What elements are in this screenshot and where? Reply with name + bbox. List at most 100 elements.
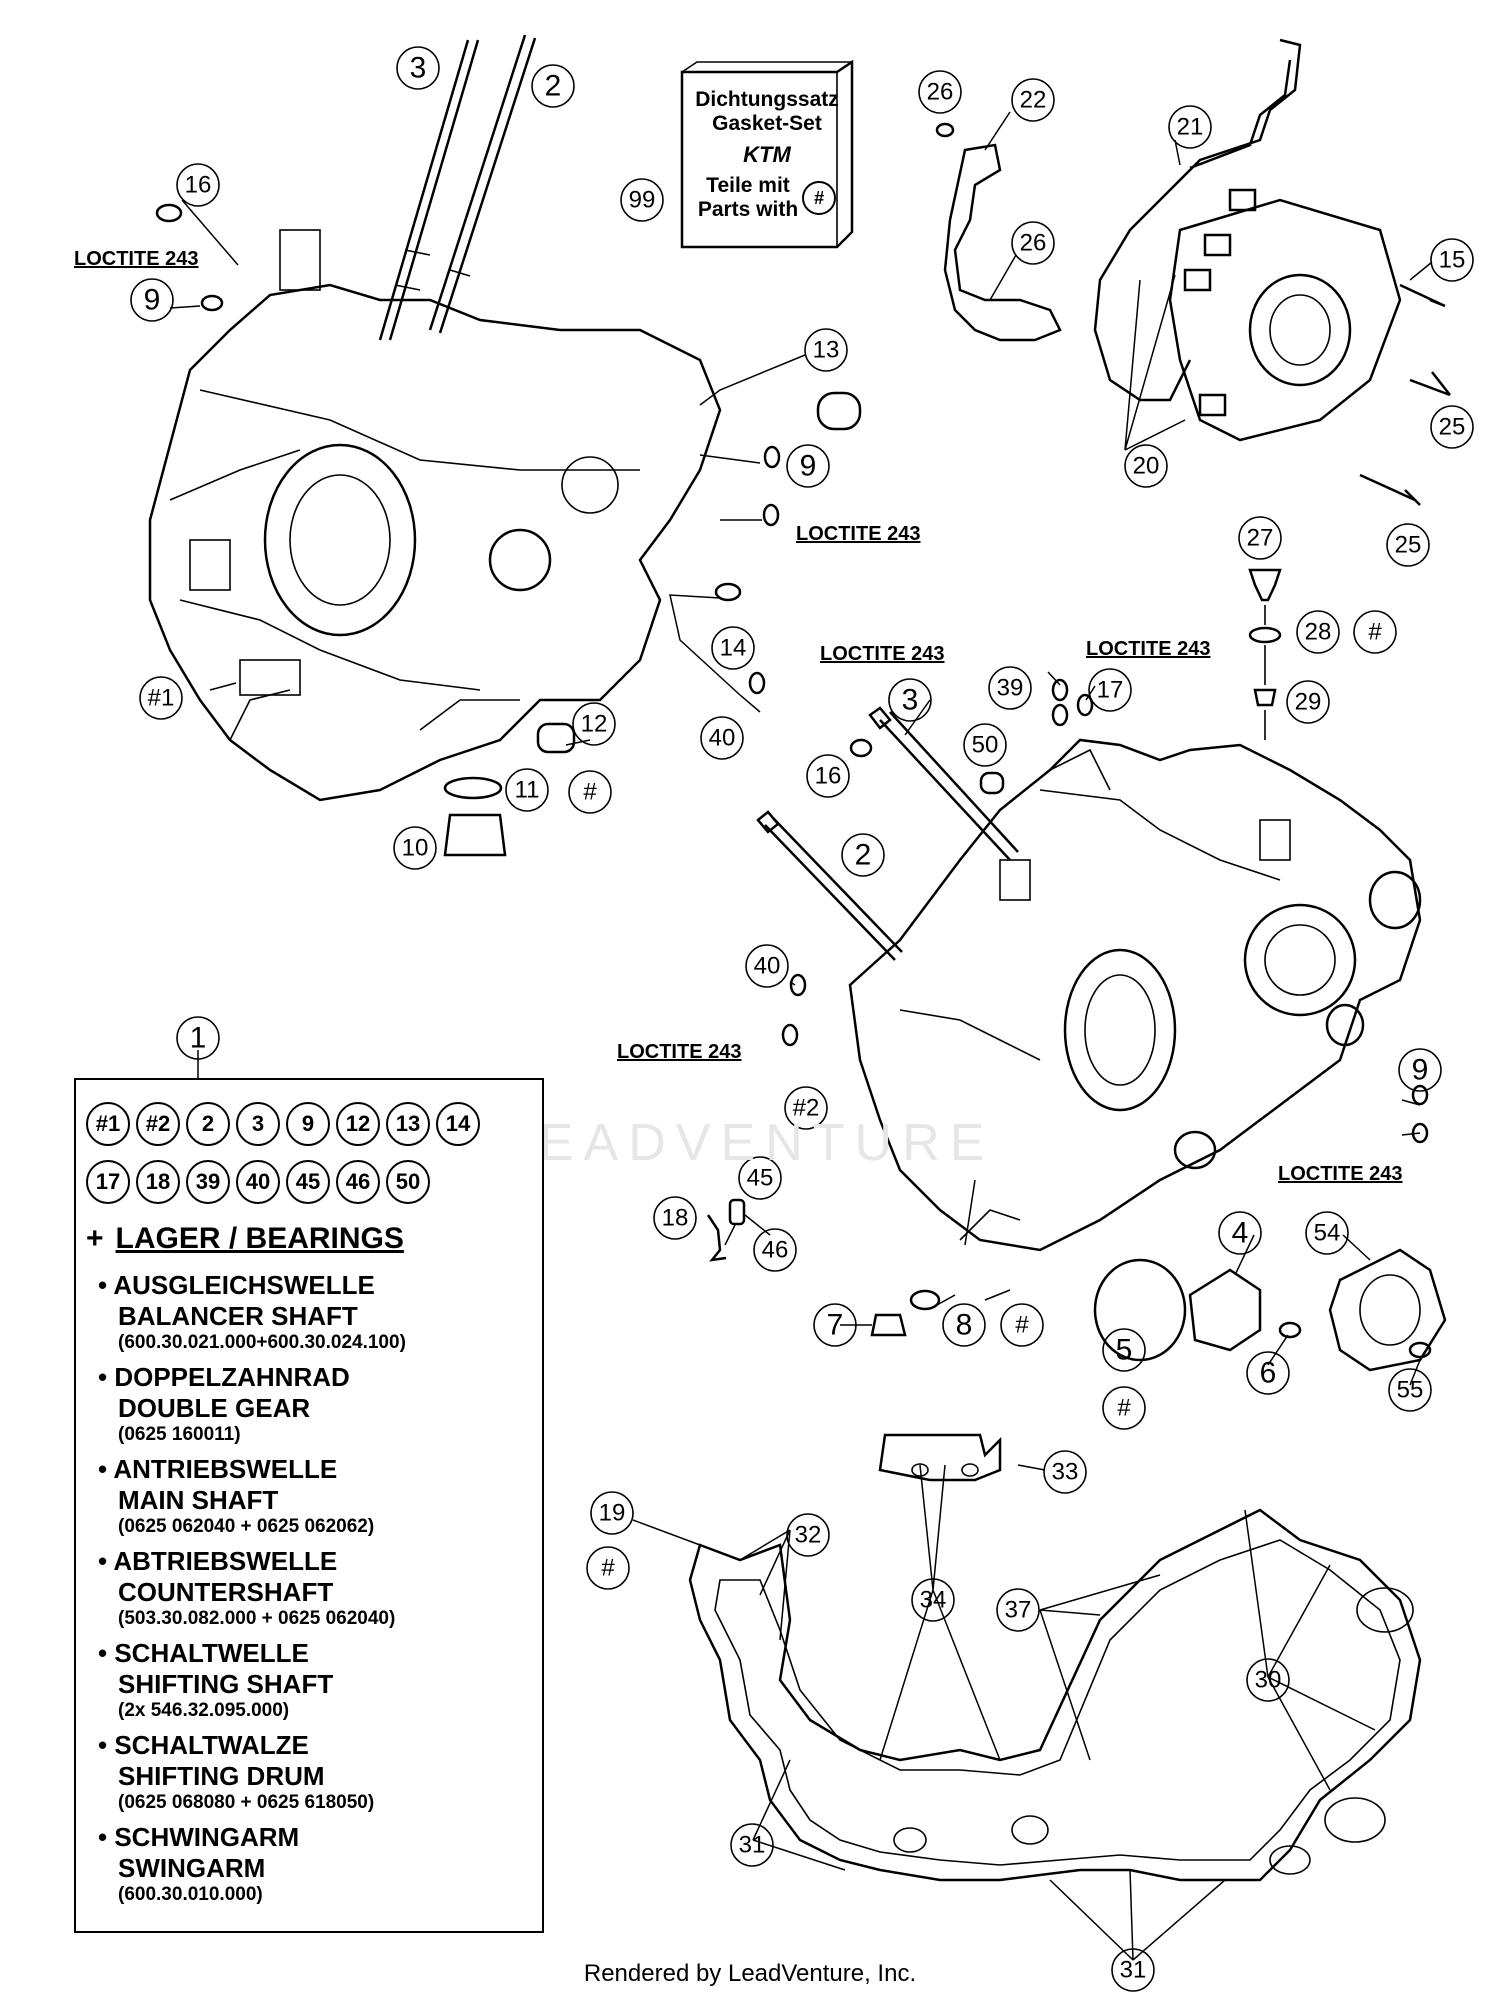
callout-16a: 16 xyxy=(176,163,220,207)
loctite-label-1: LOCTITE 243 xyxy=(74,248,198,270)
callout-2a: 2 xyxy=(531,64,575,108)
svg-text:15: 15 xyxy=(1439,247,1466,274)
part-chip: 50 xyxy=(386,1160,430,1204)
callout-6: 6 xyxy=(1246,1351,1290,1395)
svg-text:39: 39 xyxy=(997,675,1024,702)
studs-lower xyxy=(756,706,1019,961)
svg-text:17: 17 xyxy=(1097,677,1124,704)
svg-text:11: 11 xyxy=(515,777,540,804)
svg-text:#: # xyxy=(583,779,597,806)
svg-text:46: 46 xyxy=(762,1237,789,1264)
svg-text:50: 50 xyxy=(972,732,999,759)
svg-text:21: 21 xyxy=(1177,114,1204,141)
bearings-title: LAGER / BEARINGS xyxy=(115,1222,404,1255)
svg-text:25: 25 xyxy=(1439,414,1466,441)
callout-31a: 31 xyxy=(730,1823,774,1867)
svg-text:9: 9 xyxy=(800,450,817,483)
callout-33: 33 xyxy=(1043,1450,1087,1494)
callout-3a: 3 xyxy=(396,46,440,90)
svg-text:40: 40 xyxy=(709,725,736,752)
loctite-label-4: LOCTITE 243 xyxy=(1086,638,1210,660)
callout-1a: #1 xyxy=(139,676,183,720)
watermark: LEADVENTURE xyxy=(500,1114,994,1172)
right-leaders xyxy=(724,671,1421,1386)
callout-26b: 26 xyxy=(1011,221,1055,265)
callout-10: 10 xyxy=(393,826,437,870)
callout-8-hash: # xyxy=(1000,1303,1044,1347)
right-crankcase-drawing xyxy=(848,738,1422,1252)
callout-2b: 2 xyxy=(841,833,885,877)
part-chip: #2 xyxy=(136,1102,180,1146)
part-chip: 13 xyxy=(386,1102,430,1146)
bearing-entry: • DOPPELZAHNRAD DOUBLE GEAR (0625 160011… xyxy=(98,1362,350,1445)
gasket-set-label: Dichtungssatz Gasket-Set KTM Teile mit P… xyxy=(682,72,852,247)
loctite-label-2: LOCTITE 243 xyxy=(796,523,920,545)
svg-text:2: 2 xyxy=(855,839,872,872)
svg-text:#: # xyxy=(1368,619,1382,646)
svg-text:#: # xyxy=(1117,1395,1131,1422)
gasket-set-parts-de: Teile mit xyxy=(706,174,790,197)
crankcase-gasket-drawing xyxy=(688,1433,1422,1882)
callout-34: 34 xyxy=(911,1578,955,1622)
svg-text:2: 2 xyxy=(545,70,562,103)
svg-text:31: 31 xyxy=(739,1832,766,1859)
callout-9b: 9 xyxy=(786,444,830,488)
svg-text:3: 3 xyxy=(410,52,427,85)
callout-13: 13 xyxy=(804,328,848,372)
callout-16b: 16 xyxy=(806,754,850,798)
part-chips-row-1: #1 #2 2 3 9 12 13 14 xyxy=(86,1102,480,1146)
svg-text:8: 8 xyxy=(956,1309,973,1342)
left-leaders xyxy=(169,199,806,746)
part-chip: 9 xyxy=(286,1102,330,1146)
callout-11: 11 xyxy=(505,768,549,812)
callout-25a: 25 xyxy=(1430,405,1474,449)
svg-text:19: 19 xyxy=(599,1500,626,1527)
callout-40b: 40 xyxy=(745,944,789,988)
callout-2h: #2 xyxy=(784,1086,828,1130)
part-chip: 45 xyxy=(286,1160,330,1204)
svg-text:14: 14 xyxy=(720,635,747,662)
left-crankcase-drawing xyxy=(148,229,722,802)
callout-19: 19 xyxy=(590,1491,634,1535)
svg-text:22: 22 xyxy=(1020,87,1047,114)
svg-text:26: 26 xyxy=(1020,230,1047,257)
callout-29: 29 xyxy=(1286,680,1330,724)
part-chip: #1 xyxy=(86,1102,130,1146)
callout-4: 4 xyxy=(1218,1211,1262,1255)
svg-text:34: 34 xyxy=(920,1587,947,1614)
part-chip: 14 xyxy=(436,1102,480,1146)
part-chip: 40 xyxy=(236,1160,280,1204)
svg-text:32: 32 xyxy=(795,1522,822,1549)
right-top-leaders xyxy=(984,111,1433,451)
svg-text:13: 13 xyxy=(813,337,840,364)
svg-text:10: 10 xyxy=(402,835,429,862)
loctite-label-6: LOCTITE 243 xyxy=(1278,1163,1402,1185)
callout-9a: 9 xyxy=(130,278,174,322)
bearings-plus: + xyxy=(86,1222,104,1255)
gasket-set-box xyxy=(680,59,854,249)
svg-text:7: 7 xyxy=(827,1309,844,1342)
callout-9c: 9 xyxy=(1398,1048,1442,1092)
callout-3b: 3 xyxy=(888,678,932,722)
left-small-parts xyxy=(155,203,862,857)
svg-text:30: 30 xyxy=(1255,1667,1282,1694)
svg-text:1: 1 xyxy=(190,1022,207,1055)
part-chips-row-2: 17 18 39 40 45 46 50 xyxy=(86,1160,430,1204)
callout-27: 27 xyxy=(1238,516,1282,560)
bearing-entry: • ABTRIEBSWELLE COUNTERSHAFT (503.30.082… xyxy=(98,1546,396,1629)
svg-text:#1: #1 xyxy=(148,685,175,712)
svg-text:28: 28 xyxy=(1305,619,1332,646)
svg-text:45: 45 xyxy=(747,1165,774,1192)
callout-1: 1 xyxy=(176,1016,220,1060)
svg-text:#: # xyxy=(601,1555,615,1582)
callout-12: 12 xyxy=(572,702,616,746)
bearing-entry: • SCHWINGARM SWINGARM (600.30.010.000) xyxy=(98,1822,300,1905)
callout-18: 18 xyxy=(653,1196,697,1240)
callout-28: 28 xyxy=(1296,610,1340,654)
callout-54: 54 xyxy=(1305,1211,1349,1255)
part-chip: 46 xyxy=(336,1160,380,1204)
callout-21: 21 xyxy=(1168,105,1212,149)
callout-28-hash: # xyxy=(1353,610,1397,654)
